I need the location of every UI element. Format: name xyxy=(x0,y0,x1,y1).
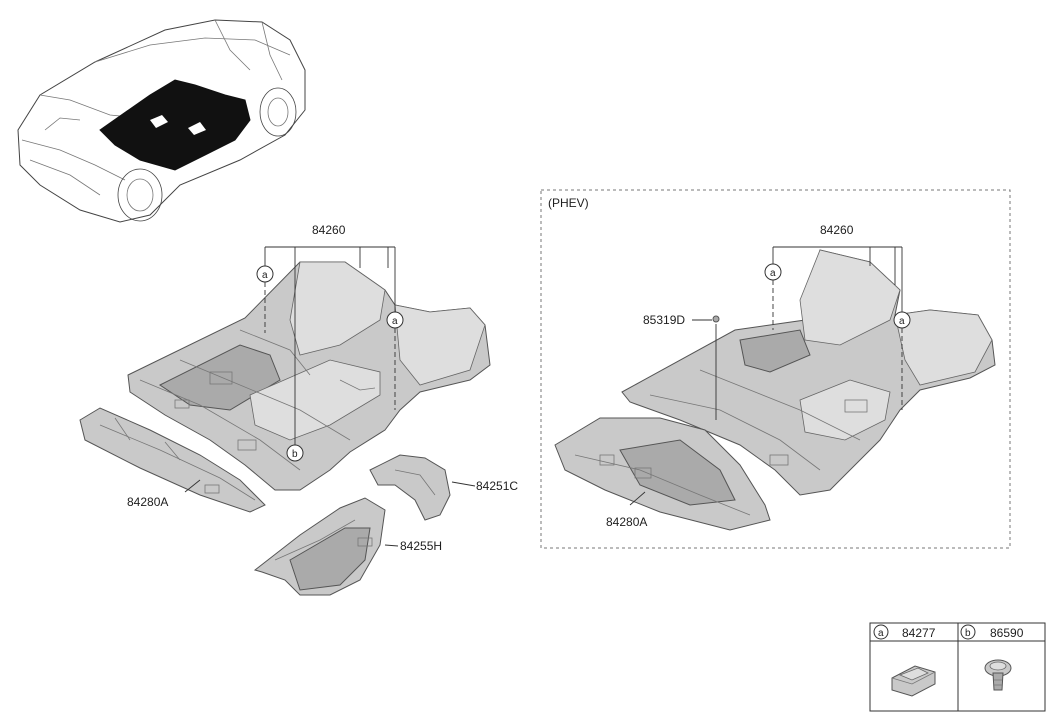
callout-b-main xyxy=(286,444,304,462)
leader-lines-main xyxy=(184,246,476,547)
vehicle-overview-illustration xyxy=(17,19,306,223)
phev-title: (PHEV) xyxy=(548,196,589,210)
legend-b-circle xyxy=(960,624,976,640)
label-phev-84260: 84260 xyxy=(820,223,854,237)
callout-a-main-left xyxy=(256,265,274,283)
callout-b-main-text: b xyxy=(292,449,298,460)
phev-box xyxy=(540,189,1011,549)
label-84255H: 84255H xyxy=(400,539,442,553)
label-84251C: 84251C xyxy=(476,479,518,493)
legend-a-part: 84277 xyxy=(902,626,936,640)
callout-a-main-right xyxy=(386,311,404,329)
phev-insulation-pad-84280A xyxy=(554,417,771,531)
legend-clip-86590-illustration xyxy=(984,659,1012,691)
panel-84251C xyxy=(369,454,451,521)
panel-84255H xyxy=(253,497,386,596)
label-phev-85319D: 85319D xyxy=(643,313,685,327)
phev-floor-covering-84260 xyxy=(621,249,996,496)
callout-a-main-right-text: a xyxy=(392,316,398,327)
phev-clip-85319D xyxy=(712,315,720,323)
callout-a-phev-left-text: a xyxy=(770,268,776,279)
callout-a-phev-right xyxy=(893,311,911,329)
legend-b-letter: b xyxy=(965,628,971,639)
phev-leader-lines xyxy=(629,246,903,506)
label-84260: 84260 xyxy=(312,223,346,237)
callout-a-main-left-text: a xyxy=(262,270,268,281)
legend-b-part: 86590 xyxy=(990,626,1024,640)
insulation-pad-84280A xyxy=(79,407,266,513)
legend-a-circle xyxy=(873,624,889,640)
label-phev-84280A: 84280A xyxy=(606,515,647,529)
callout-a-phev-right-text: a xyxy=(899,316,905,327)
legend-a-letter: a xyxy=(878,628,884,639)
label-84280A: 84280A xyxy=(127,495,168,509)
legend-table xyxy=(869,622,1046,712)
legend-clip-84277-illustration xyxy=(891,665,936,697)
callout-a-phev-left xyxy=(764,263,782,281)
